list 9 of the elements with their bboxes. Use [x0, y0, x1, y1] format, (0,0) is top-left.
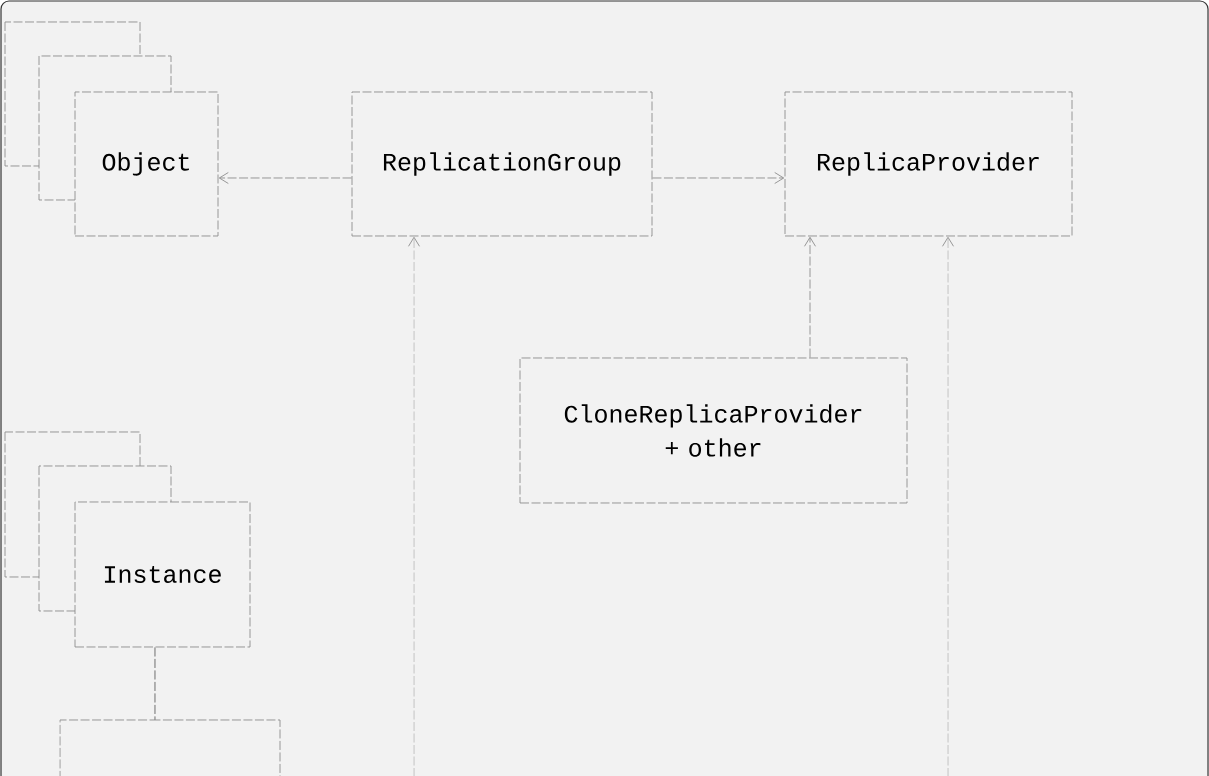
connector-line: [154, 647, 281, 776]
stacked-box: Object: [4, 21, 219, 237]
arrow: [804, 236, 816, 358]
stacked-box: Instance: [4, 431, 251, 648]
box: CloneReplicaProvider + other: [519, 357, 908, 504]
arrow: [652, 172, 785, 184]
box: ReplicationGroup: [351, 91, 653, 237]
box: ReplicaProvider: [784, 91, 1073, 237]
arrow: [218, 172, 352, 184]
